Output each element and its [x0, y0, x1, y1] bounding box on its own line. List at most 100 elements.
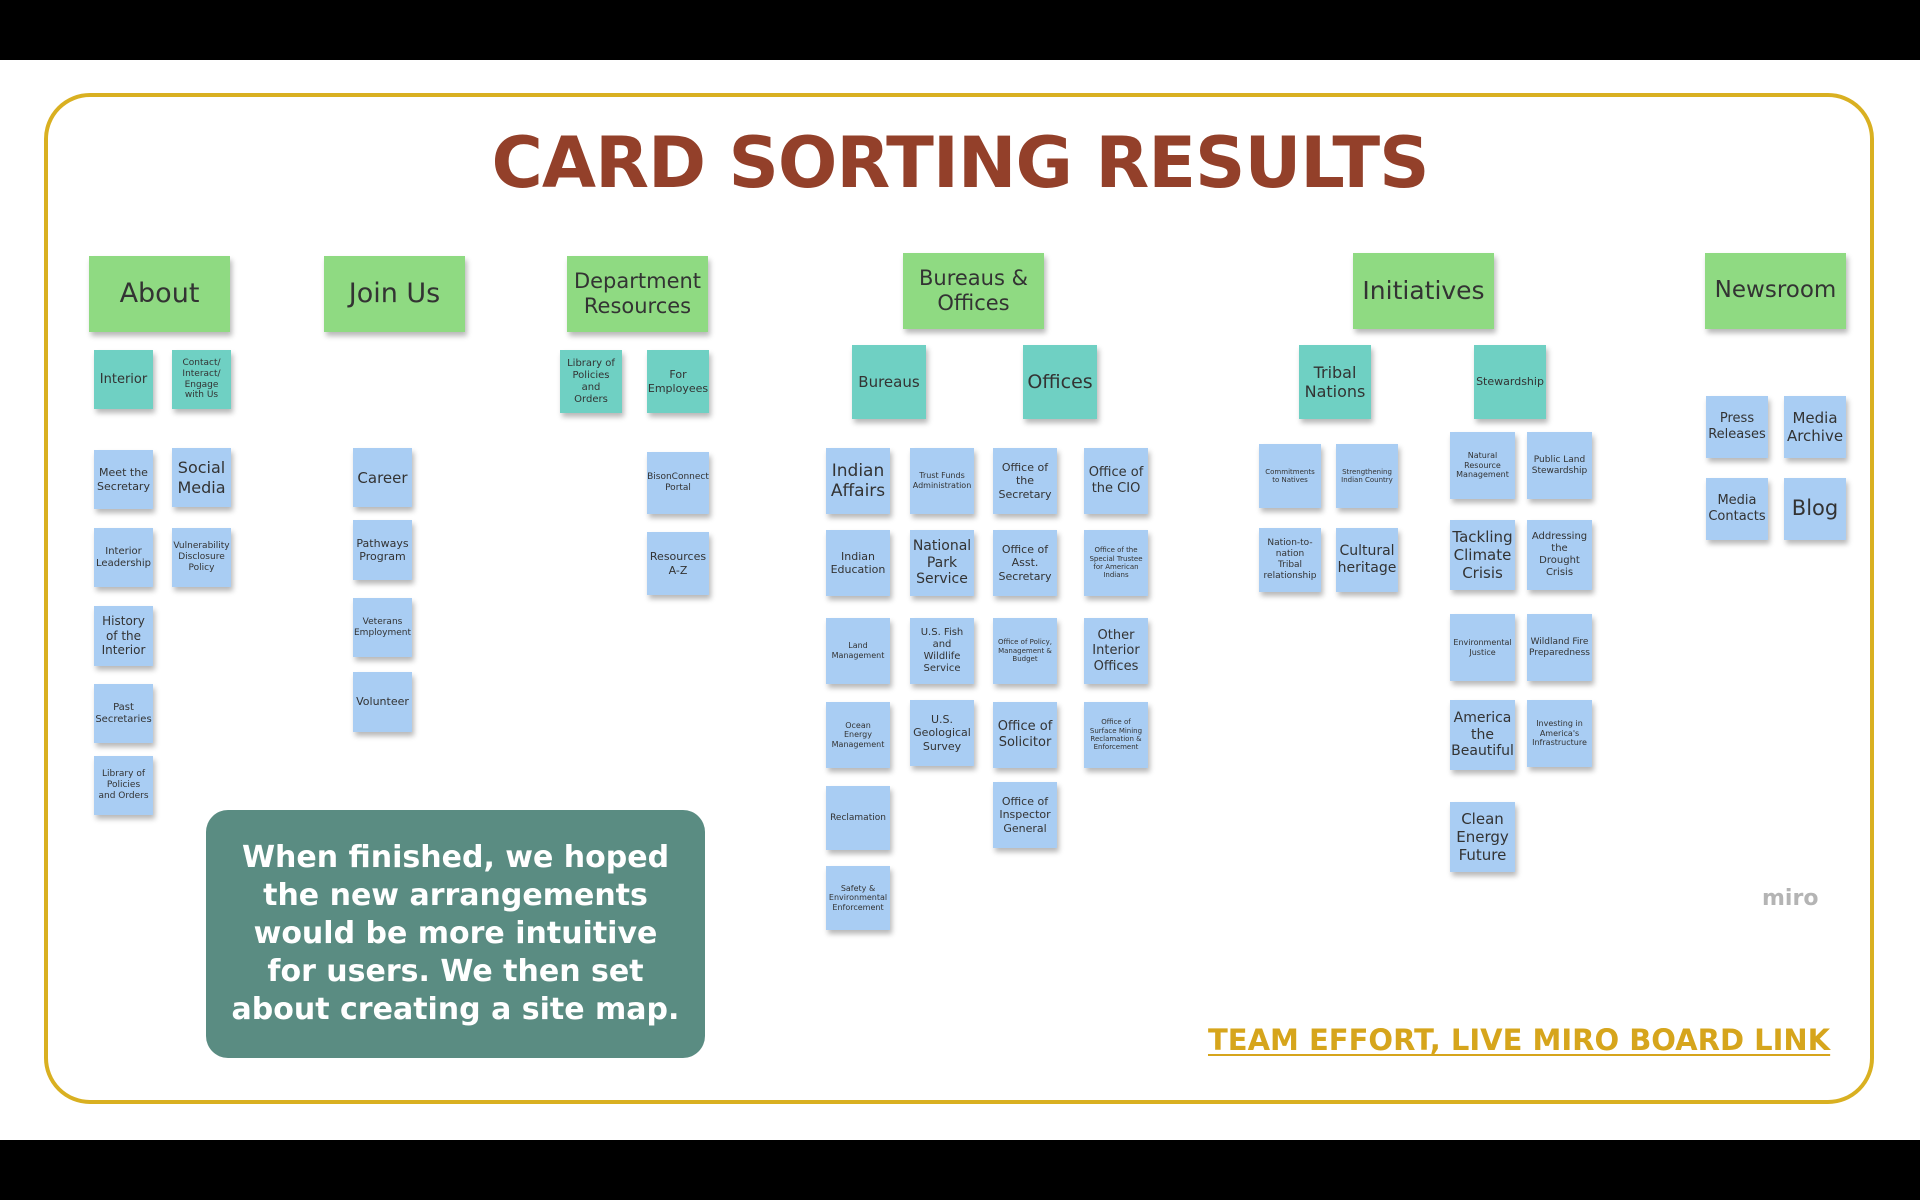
- slide-title: CARD SORTING RESULTS: [491, 122, 1430, 204]
- card-office-cio[interactable]: Office of the CIO: [1084, 448, 1148, 514]
- card-national-park[interactable]: National Park Service: [910, 530, 974, 596]
- card-past-secretaries[interactable]: Past Secretaries: [94, 684, 153, 743]
- card-career[interactable]: Career: [353, 448, 412, 507]
- subcategory-label: Tribal Nations: [1304, 362, 1366, 401]
- card-infrastructure[interactable]: Investing in America's Infrastructure: [1527, 700, 1592, 767]
- slide-frame: [44, 93, 1874, 1104]
- card-trust-funds[interactable]: Trust Funds Administration: [910, 448, 974, 514]
- category-bureaus-offices[interactable]: Bureaus & Offices: [903, 253, 1044, 329]
- card-media-archive[interactable]: Media Archive: [1784, 396, 1846, 458]
- subcategory-tribal-nations[interactable]: Tribal Nations: [1299, 345, 1371, 419]
- card-label: Strengthening Indian Country: [1341, 467, 1393, 484]
- card-label: Library of Policies and Orders: [98, 769, 149, 801]
- card-label: Library of Policies and Orders: [567, 357, 615, 405]
- card-office-policy-budget[interactable]: Office of Policy, Management & Budget: [993, 618, 1057, 684]
- card-label: U.S. Geological Survey: [913, 713, 971, 753]
- card-strengthening[interactable]: Strengthening Indian Country: [1336, 444, 1398, 508]
- card-safety[interactable]: Safety & Environmental Enforcement: [826, 866, 890, 930]
- subcategory-bureaus[interactable]: Bureaus: [852, 345, 926, 419]
- card-label: Interior Leadership: [96, 545, 151, 569]
- card-ocean-energy[interactable]: Ocean Energy Management: [826, 702, 890, 768]
- card-label: Environmental Justice: [1453, 637, 1512, 657]
- card-label: Safety & Environmental Enforcement: [828, 883, 888, 912]
- card-public-land[interactable]: Public Land Stewardship: [1527, 432, 1592, 499]
- category-label: Department Resources: [573, 268, 702, 318]
- card-vulnerability[interactable]: Vulnerability Disclosure Policy: [172, 528, 231, 587]
- subcategory-offices[interactable]: Offices: [1023, 345, 1097, 419]
- category-label: Newsroom: [1714, 277, 1837, 304]
- card-label: Press Releases: [1708, 411, 1766, 442]
- card-label: Trust Funds Administration: [912, 471, 972, 490]
- card-bisonconnect[interactable]: BisonConnect Portal: [647, 452, 709, 514]
- card-for-employees[interactable]: For Employees: [647, 350, 709, 413]
- card-label: Media Archive: [1786, 409, 1844, 445]
- card-label: Office of the Special Trustee for Americ…: [1089, 546, 1143, 580]
- category-newsroom[interactable]: Newsroom: [1705, 253, 1846, 329]
- card-office-secretary[interactable]: Office of the Secretary: [993, 448, 1057, 514]
- card-label: Vulnerability Disclosure Policy: [173, 541, 230, 573]
- card-label: For Employees: [647, 368, 709, 395]
- card-fish-wildlife[interactable]: U.S. Fish and Wildlife Service: [910, 618, 974, 684]
- card-label: Past Secretaries: [95, 701, 152, 725]
- card-label: Office of the Secretary: [998, 461, 1052, 501]
- subcategory-label: Offices: [1027, 370, 1093, 393]
- card-media-contacts[interactable]: Media Contacts: [1706, 478, 1768, 540]
- callout-box: When finished, we hoped the new arrangem…: [206, 810, 705, 1058]
- card-veterans[interactable]: Veterans Employment: [353, 598, 412, 657]
- card-natural-resource[interactable]: Natural Resource Management: [1450, 432, 1515, 499]
- category-join-us[interactable]: Join Us: [324, 256, 465, 332]
- callout-text: When finished, we hoped the new arrangem…: [231, 839, 680, 1028]
- card-label: Contact/ Interact/ Engage with Us: [182, 357, 221, 401]
- card-label: Office of Policy, Management & Budget: [998, 638, 1052, 664]
- miro-board-link[interactable]: TEAM EFFORT, LIVE MIRO BOARD LINK: [1208, 1023, 1831, 1057]
- card-cultural-heritage[interactable]: Cultural heritage: [1336, 528, 1398, 592]
- card-history[interactable]: History of the Interior: [94, 606, 153, 666]
- card-interior-leadership[interactable]: Interior Leadership: [94, 528, 153, 587]
- card-office-inspector-general[interactable]: Office of Inspector General: [993, 782, 1057, 848]
- card-land-management[interactable]: Land Management: [826, 618, 890, 684]
- card-nation-to-nation[interactable]: Nation-to-nation Tribal relationship: [1259, 528, 1321, 592]
- card-other-interior-offices[interactable]: Other Interior Offices: [1084, 618, 1148, 684]
- category-initiatives[interactable]: Initiatives: [1353, 253, 1494, 329]
- card-office-solicitor[interactable]: Office of Solicitor: [993, 702, 1057, 768]
- card-label: Clean Energy Future: [1456, 810, 1509, 864]
- card-label: Office of Solicitor: [997, 719, 1053, 750]
- card-commitments[interactable]: Commitments to Natives: [1259, 444, 1321, 508]
- card-wildland-fire[interactable]: Wildland Fire Preparedness: [1527, 614, 1592, 681]
- card-geological-survey[interactable]: U.S. Geological Survey: [910, 700, 974, 766]
- card-library-about[interactable]: Library of Policies and Orders: [94, 756, 153, 815]
- category-about[interactable]: About: [89, 256, 230, 332]
- card-social-media[interactable]: Social Media: [172, 448, 231, 507]
- card-office-special-trustee[interactable]: Office of the Special Trustee for Americ…: [1084, 530, 1148, 596]
- card-library-resources[interactable]: Library of Policies and Orders: [560, 350, 622, 413]
- card-label: Interior: [99, 371, 148, 387]
- card-office-asst-secretary[interactable]: Office of Asst. Secretary: [993, 530, 1057, 596]
- slide: CARD SORTING RESULTS About Join Us Depar…: [0, 60, 1920, 1140]
- card-clean-energy[interactable]: Clean Energy Future: [1450, 802, 1515, 872]
- card-press-releases[interactable]: Press Releases: [1706, 396, 1768, 458]
- card-label: Investing in America's Infrastructure: [1532, 719, 1587, 748]
- card-indian-education[interactable]: Indian Education: [826, 530, 890, 596]
- card-america-beautiful[interactable]: America the Beautiful: [1450, 700, 1515, 770]
- card-office-surface-mining[interactable]: Office of Surface Mining Reclamation & E…: [1084, 702, 1148, 768]
- card-meet-secretary[interactable]: Meet the Secretary: [94, 450, 153, 509]
- card-label: Office of Asst. Secretary: [998, 543, 1052, 583]
- card-drought[interactable]: Addressing the Drought Crisis: [1527, 520, 1592, 590]
- card-climate[interactable]: Tackling Climate Crisis: [1450, 520, 1515, 590]
- card-label: Reclamation: [830, 812, 886, 823]
- category-department-resources[interactable]: Department Resources: [567, 256, 708, 332]
- card-label: Other Interior Offices: [1092, 627, 1140, 674]
- card-indian-affairs[interactable]: Indian Affairs: [826, 448, 890, 514]
- card-label: Career: [357, 468, 408, 487]
- subcategory-stewardship[interactable]: Stewardship: [1474, 345, 1546, 419]
- card-pathways[interactable]: Pathways Program: [353, 520, 412, 580]
- card-label: Blog: [1791, 496, 1839, 521]
- card-env-justice[interactable]: Environmental Justice: [1450, 614, 1515, 681]
- card-volunteer[interactable]: Volunteer: [353, 672, 412, 732]
- card-blog[interactable]: Blog: [1784, 478, 1846, 540]
- card-reclamation[interactable]: Reclamation: [826, 786, 890, 850]
- card-resources-az[interactable]: Resources A-Z: [647, 532, 709, 595]
- card-contact[interactable]: Contact/ Interact/ Engage with Us: [172, 350, 231, 409]
- card-interior[interactable]: Interior: [94, 350, 153, 409]
- card-label: Meet the Secretary: [97, 466, 150, 493]
